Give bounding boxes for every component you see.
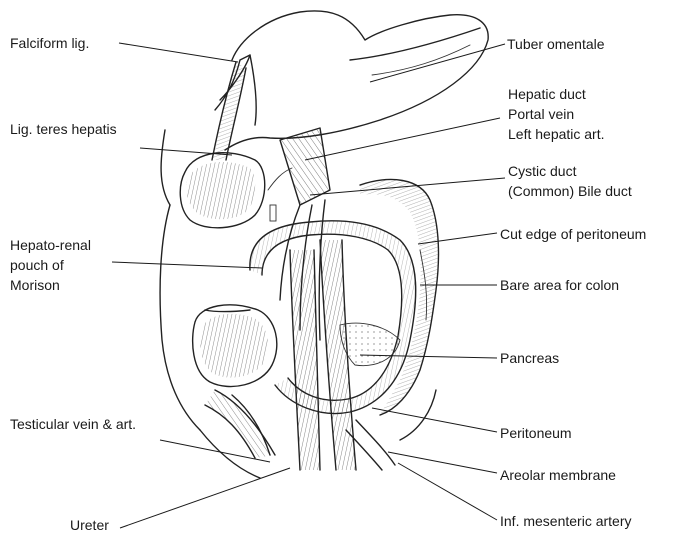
- label-tuber-omentale: Tuber omentale: [507, 35, 605, 53]
- label-hepato-renal-line2: pouch of: [10, 256, 64, 274]
- colon: [360, 180, 438, 415]
- label-cut-edge-peritoneum: Cut edge of peritoneum: [500, 225, 646, 243]
- label-falciform-lig: Falciform lig.: [10, 34, 89, 52]
- label-hepato-renal-line3: Morison: [10, 276, 60, 294]
- label-pancreas: Pancreas: [500, 349, 559, 367]
- kidney: [193, 305, 277, 387]
- label-ureter: Ureter: [70, 516, 109, 534]
- label-common-bile-duct: (Common) Bile duct: [508, 182, 632, 200]
- label-bare-area-colon: Bare area for colon: [500, 276, 619, 294]
- label-areolar-membrane: Areolar membrane: [500, 466, 616, 484]
- label-peritoneum: Peritoneum: [500, 424, 572, 442]
- gallbladder: [180, 153, 264, 228]
- label-lig-teres-hepatis: Lig. teres hepatis: [10, 120, 117, 138]
- label-cystic-duct: Cystic duct: [508, 162, 576, 180]
- label-hepato-renal-line1: Hepato-renal: [10, 236, 91, 254]
- label-hepatic-duct: Hepatic duct: [508, 85, 586, 103]
- label-left-hepatic-art: Left hepatic art.: [508, 125, 605, 143]
- label-testicular-vein-art: Testicular vein & art.: [10, 415, 136, 433]
- label-inf-mesenteric-artery: Inf. mesenteric artery: [500, 512, 632, 530]
- label-portal-vein: Portal vein: [508, 105, 574, 123]
